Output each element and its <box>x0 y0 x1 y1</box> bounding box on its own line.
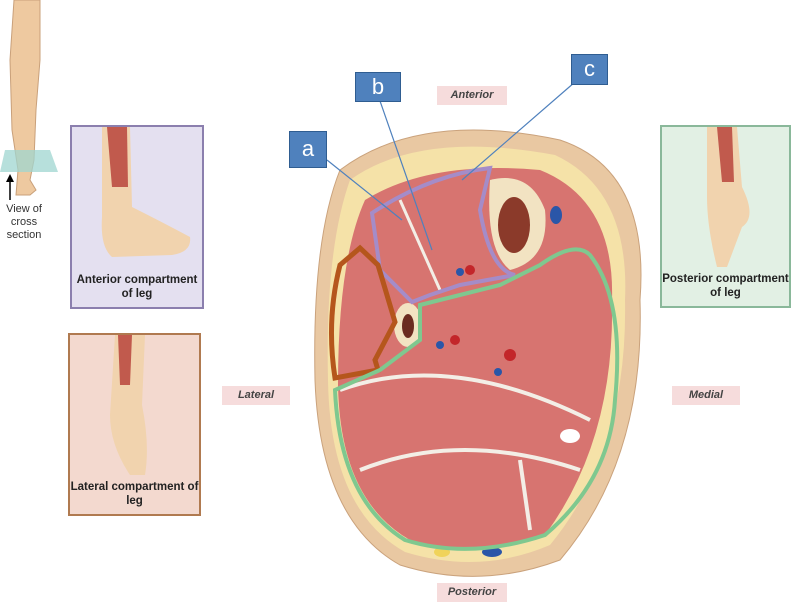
lateral-compartment-caption: Lateral compartment of leg <box>70 481 199 507</box>
lateral-compartment-panel: Lateral compartment of leg <box>68 333 201 516</box>
anterior-compartment-caption: Anterior compartment of leg <box>76 274 198 300</box>
callout-c: c <box>571 54 608 85</box>
view-of-cross-section-caption: View of cross section <box>6 203 42 241</box>
arrow-up-icon <box>6 174 14 182</box>
posterior-compartment-outline <box>332 247 620 551</box>
callout-a: a <box>289 131 327 168</box>
posterior-compartment-panel: Posterior compartment of leg <box>660 125 791 308</box>
cross-section-plane <box>0 150 58 172</box>
posterior-compartment-caption: Posterior compartment of leg <box>662 273 789 299</box>
callout-b: b <box>355 72 401 102</box>
anterior-compartment-panel: Anterior compartment of leg <box>70 125 204 309</box>
lateral-compartment-outline <box>328 244 398 381</box>
direction-lateral: Lateral <box>222 386 290 405</box>
direction-anterior: Anterior <box>437 86 507 105</box>
leg-illustration <box>0 0 58 200</box>
foot-plantarflexion-illustration <box>707 127 750 267</box>
leg-cross-section <box>314 129 642 577</box>
foot-eversion-illustration <box>110 335 147 475</box>
direction-medial: Medial <box>672 386 740 405</box>
foot-dorsiflexion-illustration <box>101 127 191 257</box>
direction-posterior: Posterior <box>437 583 507 602</box>
anterior-compartment-outline <box>369 165 516 305</box>
